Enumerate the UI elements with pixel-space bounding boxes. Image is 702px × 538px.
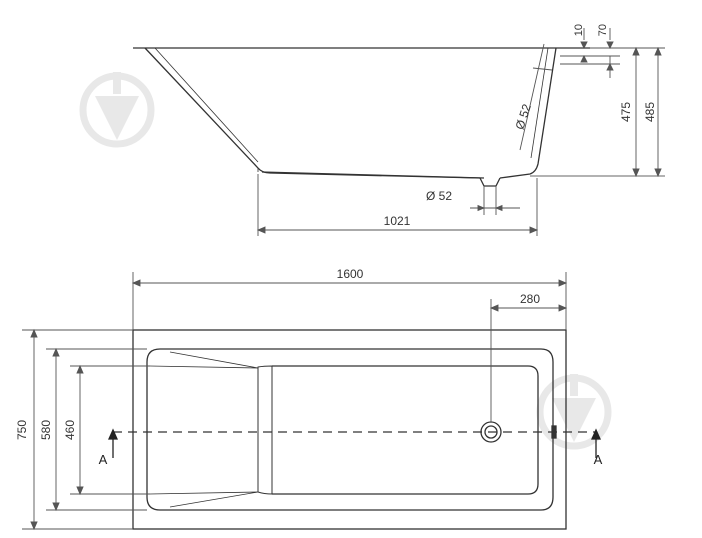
drain-bump <box>479 177 501 187</box>
left-slope-wall <box>144 47 481 179</box>
inner-basin <box>146 348 554 511</box>
section-label-right: A <box>594 452 603 467</box>
dim-floor-width: 460 <box>63 420 77 440</box>
floor-line <box>261 171 485 179</box>
dim-overall-width: 750 <box>15 420 29 440</box>
right-end-inner <box>530 47 549 159</box>
section-arrow-left <box>107 428 119 458</box>
outer-rim <box>132 329 567 530</box>
dim-overall-length: 1600 <box>337 267 364 281</box>
backrest <box>257 365 273 495</box>
watermark-logo-right <box>536 374 612 450</box>
plan-dimension-lines <box>22 272 568 531</box>
section-arrow-right <box>590 428 602 458</box>
dim-end-radius: Ø 52 <box>513 102 534 131</box>
dim-inner-width: 580 <box>39 420 53 440</box>
dim-floor-length: 1021 <box>384 214 411 228</box>
plan-view <box>113 329 596 530</box>
side-section-view <box>133 47 665 187</box>
watermark-logo-top <box>79 72 155 148</box>
top-dimension-lines <box>256 28 665 236</box>
section-label-left: A <box>99 452 108 467</box>
dim-drain-diameter: Ø 52 <box>426 189 452 203</box>
floor-outline <box>272 365 539 495</box>
left-slope-inner <box>154 47 259 163</box>
dim-inner-depth: 475 <box>619 102 633 122</box>
dim-top-gap: 10 <box>573 24 585 36</box>
right-end-wall <box>499 47 557 179</box>
dim-outer-depth: 485 <box>643 102 657 122</box>
dim-drain-offset: 280 <box>520 292 540 306</box>
dim-rim-height: 70 <box>597 24 609 36</box>
